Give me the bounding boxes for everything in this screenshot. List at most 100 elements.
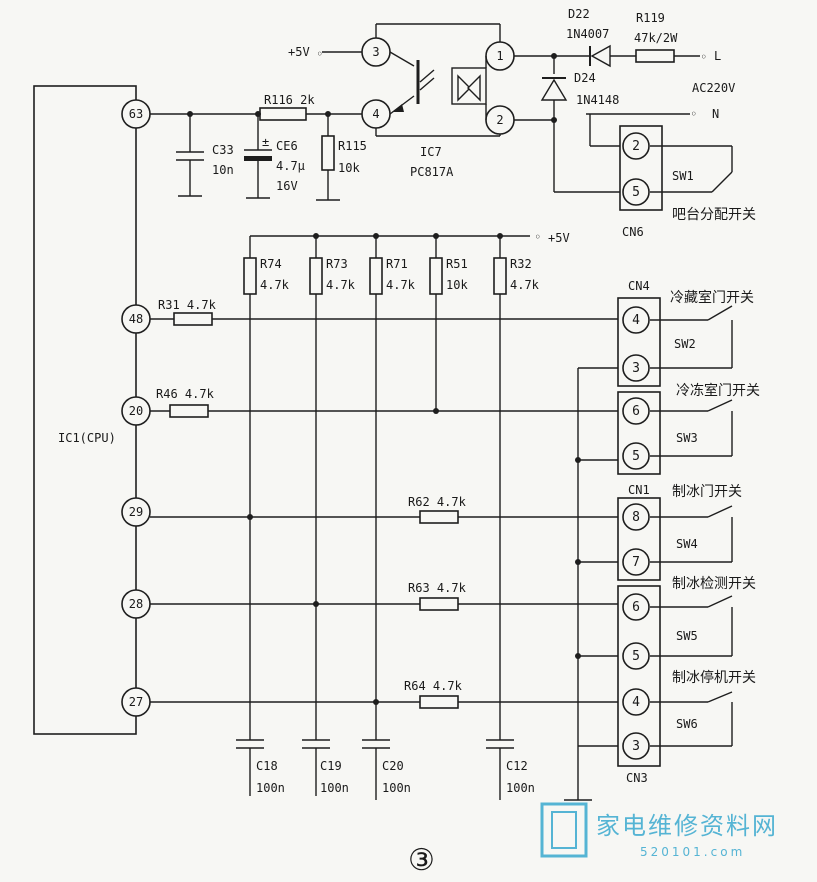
opto-vcc-label: +5V (288, 45, 310, 59)
svg-text:3: 3 (372, 45, 379, 59)
ce6-voltage: 16V (276, 179, 298, 193)
row-pin28: R63 4.7k (150, 581, 624, 611)
cn4-connector: CN4 4 3 (617, 279, 661, 387)
svg-text:10k: 10k (446, 278, 468, 292)
pullup-r32: R32 4.7k (493, 236, 540, 740)
ic1-pin-63: 63 (121, 99, 151, 129)
sw5-switch: SW5 制冰检测开关 (650, 576, 756, 657)
svg-text:6: 6 (632, 404, 640, 419)
sw3-switch: SW3 冷冻室门开关 (650, 382, 760, 457)
r116-label: R116 2k (264, 93, 315, 107)
svg-text:SW5: SW5 (676, 629, 698, 643)
r115-resistor (321, 135, 335, 171)
cn3-connector: 6 5 4 3 CN3 (617, 585, 661, 785)
svg-text:R63 4.7k: R63 4.7k (408, 581, 467, 595)
watermark-logo: 家电维修资料网 520101.com (540, 802, 778, 859)
svg-text:冷藏室门开关: 冷藏室门开关 (670, 289, 754, 306)
line-l-label: L (714, 49, 721, 63)
ce6-val: 4.7μ (276, 159, 305, 173)
svg-text:7: 7 (632, 555, 640, 570)
svg-text:C20: C20 (382, 759, 404, 773)
svg-text:◦: ◦ (700, 50, 707, 64)
r115-val: 10k (338, 161, 360, 175)
common-return (564, 367, 624, 801)
pullup-bus: ◦ +5V (250, 230, 570, 245)
ic1-pin-20: 20 (121, 396, 151, 426)
svg-text:6: 6 (632, 600, 640, 615)
d24-part: 1N4148 (576, 93, 619, 107)
svg-text:100n: 100n (506, 781, 535, 795)
svg-text:R31 4.7k: R31 4.7k (158, 298, 217, 312)
svg-text:100n: 100n (320, 781, 349, 795)
svg-text:制冰停机开关: 制冰停机开关 (672, 669, 756, 686)
row-pin29: R62 4.7k (150, 495, 624, 524)
cn6-label: CN6 (622, 225, 644, 239)
svg-text:CN4: CN4 (628, 279, 650, 293)
svg-text:28: 28 (129, 597, 143, 611)
svg-text:制冰门开关: 制冰门开关 (672, 484, 742, 500)
svg-text:63: 63 (129, 107, 143, 121)
ic1-pin-29: 29 (121, 497, 151, 527)
cap-c19: C19 100n (302, 739, 349, 796)
r115-ref: R115 (338, 139, 367, 153)
svg-text:4: 4 (632, 695, 640, 710)
input-network: R116 2k C33 10n ± CE6 4.7μ 16V R115 10k … (150, 45, 367, 201)
watermark-brand: 家电维修资料网 (596, 812, 778, 840)
cn4b-connector: 6 5 (617, 391, 661, 475)
r119-resistor (635, 49, 675, 63)
sw1-switch: SW1 吧台分配开关 (650, 145, 756, 223)
svg-text:2: 2 (496, 113, 503, 127)
ac-voltage-label: AC220V (692, 81, 735, 95)
ic7-ref: IC7 (420, 145, 442, 159)
ic1-pin-27: 27 (121, 687, 151, 717)
svg-text:R32: R32 (510, 257, 532, 271)
svg-text:2: 2 (632, 139, 640, 154)
svg-text:R74: R74 (260, 257, 282, 271)
sw1-title: 吧台分配开关 (672, 207, 756, 223)
svg-text:5: 5 (632, 449, 640, 464)
r119-ref: R119 (636, 11, 665, 25)
r119-val: 47k/2W (634, 31, 678, 45)
svg-text:R62 4.7k: R62 4.7k (408, 495, 467, 509)
svg-text:◦: ◦ (316, 47, 323, 61)
svg-text:R46 4.7k: R46 4.7k (156, 387, 215, 401)
svg-text:制冰检测开关: 制冰检测开关 (672, 576, 756, 592)
bus-vcc-label: +5V (548, 231, 570, 245)
d24-ref: D24 (574, 71, 596, 85)
row-pin20: R46 4.7k (150, 387, 624, 418)
svg-text:3: 3 (632, 739, 640, 754)
d24-diode (540, 78, 568, 101)
svg-text:4.7k: 4.7k (386, 278, 416, 292)
line-n-label: N (712, 107, 719, 121)
ic1-pin-28: 28 (121, 589, 151, 619)
svg-text:SW2: SW2 (674, 337, 696, 351)
svg-text:CN1: CN1 (628, 483, 650, 497)
cn1-connector: CN1 8 7 (617, 483, 661, 581)
ic1-cpu: IC1(CPU) 63 48 20 29 28 27 (33, 85, 151, 735)
watermark-logo-icon (540, 802, 588, 858)
svg-text:4: 4 (372, 107, 379, 121)
svg-text:C18: C18 (256, 759, 278, 773)
ic1-body (33, 85, 137, 735)
cap-c12: C12 100n (486, 739, 535, 800)
svg-text:20: 20 (129, 404, 143, 418)
svg-text:4.7k: 4.7k (510, 278, 540, 292)
sw1-ref: SW1 (672, 169, 694, 183)
pullup-r71: R71 4.7k (369, 236, 416, 740)
svg-text:SW3: SW3 (676, 431, 698, 445)
ic1-pin-48: 48 (121, 304, 151, 334)
sw2-switch: SW2 冷藏室门开关 (650, 289, 754, 369)
cap-c18: C18 100n (236, 739, 285, 796)
d22-ref: D22 (568, 7, 590, 21)
svg-text:C19: C19 (320, 759, 342, 773)
row-pin27: R64 4.7k (150, 679, 624, 709)
pullup-r73: R73 4.7k (309, 236, 356, 740)
ic7-optocoupler: 3 4 1 2 IC7 PC817A (361, 23, 515, 179)
svg-text:C12: C12 (506, 759, 528, 773)
svg-text:5: 5 (632, 185, 640, 200)
svg-text:±: ± (262, 135, 269, 149)
svg-text:8: 8 (632, 510, 640, 525)
c33-ref: C33 (212, 143, 234, 157)
